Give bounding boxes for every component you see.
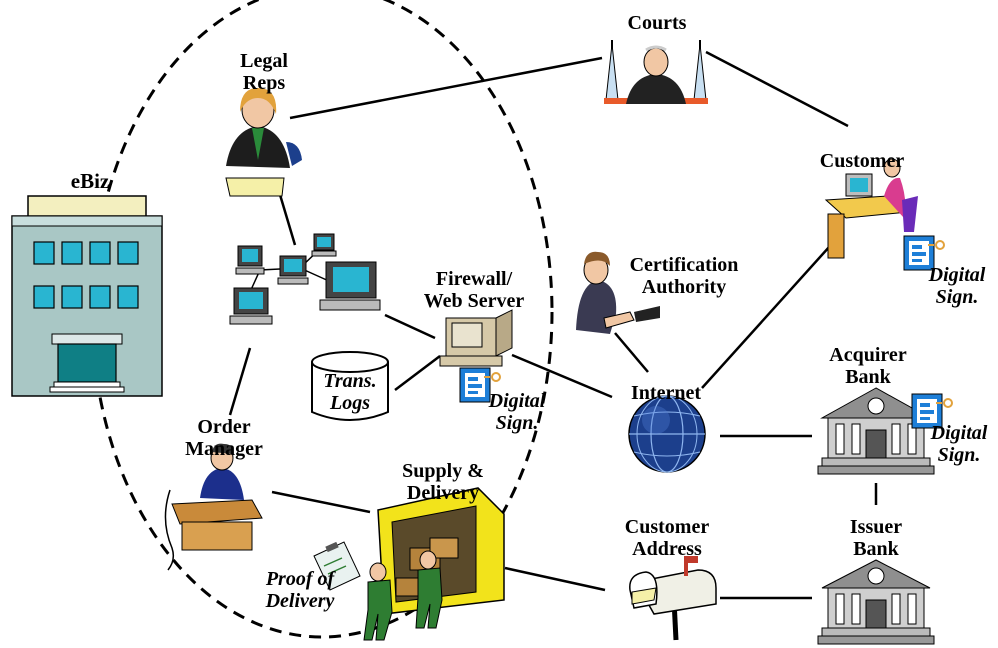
digital-signature-icon: [903, 235, 945, 271]
connections: [228, 50, 878, 600]
label-proof-of-delivery: Proof of Delivery: [248, 568, 352, 612]
label-digital-signature-acquirer: Digital Sign.: [922, 422, 996, 466]
computer-network-icon: [229, 233, 381, 325]
label-legal-reps-line2: Reps: [242, 72, 286, 94]
acquirer-bank-icon: [817, 387, 935, 475]
label-customer-address-line2: Address: [632, 538, 702, 560]
line-firewall-internet: [511, 353, 613, 399]
label-digital-signature-customer-line1: Digital: [928, 264, 986, 286]
label-trans-logs-line2: Logs: [330, 392, 370, 414]
handshake-icon: [576, 251, 660, 334]
label-supply-delivery: Supply & Delivery: [384, 460, 502, 504]
label-acquirer-bank-line1: Acquirer: [829, 344, 907, 366]
label-proof-of-delivery-line2: Delivery: [265, 590, 335, 612]
label-order-manager-line1: Order: [197, 416, 251, 438]
line-network-order: [228, 347, 252, 416]
label-customer: Customer: [819, 150, 905, 172]
label-digital-signature-customer-line2: Sign.: [935, 286, 979, 308]
label-customer-address-line1: Customer: [624, 516, 710, 538]
globe-icon: [628, 395, 706, 473]
label-trans-logs-line1: Trans.: [323, 370, 377, 392]
line-network-firewall: [384, 313, 436, 340]
line-internet-customer: [701, 245, 831, 389]
label-digital-signature-acquirer-line2: Sign.: [937, 444, 981, 466]
line-courts-customer: [705, 50, 849, 128]
delivery-worker-icon: [363, 550, 443, 641]
label-issuer-bank: Issuer Bank: [828, 516, 924, 560]
clipboard-icon: [313, 541, 361, 591]
digital-signature-icon: [459, 367, 501, 403]
label-firewall-web-server: Firewall/ Web Server: [414, 268, 534, 312]
label-acquirer-bank-line2: Bank: [845, 366, 891, 388]
label-internet: Internet: [631, 382, 701, 404]
label-certification-authority: Certification Authority: [614, 254, 754, 298]
label-legal-reps: Legal Reps: [232, 50, 296, 94]
label-order-manager-line2: Manager: [185, 438, 263, 460]
label-trans-logs: Trans. Logs: [312, 370, 388, 414]
line-ca-internet: [614, 332, 649, 373]
label-digital-signature-customer: Digital Sign.: [920, 264, 994, 308]
label-supply-delivery-line2: Delivery: [406, 482, 480, 504]
label-acquirer-bank: Acquirer Bank: [818, 344, 918, 388]
label-digital-signature-firewall: Digital Sign.: [480, 390, 554, 434]
label-firewall-line2: Web Server: [423, 290, 525, 312]
label-digital-signature-firewall-line1: Digital: [488, 390, 546, 412]
label-supply-delivery-line1: Supply &: [402, 460, 484, 482]
label-courts: Courts: [627, 12, 687, 34]
line-legal-network: [276, 187, 297, 246]
line-supply-address: [504, 566, 606, 592]
label-digital-signature-acquirer-line1: Digital: [930, 422, 988, 444]
digital-signature-icon: [911, 393, 953, 429]
web-server-icon: [439, 309, 513, 367]
label-certification-authority-line1: Certification: [629, 254, 739, 276]
order-manager-icon: [164, 443, 263, 571]
enterprise-boundary-ellipse: [90, 0, 554, 639]
label-digital-signature-firewall-line2: Sign.: [495, 412, 539, 434]
delivery-truck-icon: [363, 487, 505, 641]
label-customer-address: Customer Address: [612, 516, 722, 560]
mailbox-icon: [629, 556, 717, 641]
customer-icon: [824, 158, 918, 259]
building-icon: [11, 195, 163, 397]
label-issuer-bank-line2: Bank: [853, 538, 899, 560]
issuer-bank-icon: [817, 559, 935, 645]
label-order-manager: Order Manager: [172, 416, 276, 460]
label-certification-authority-line2: Authority: [641, 276, 727, 298]
lawyer-icon: [225, 88, 302, 197]
line-legal-courts: [289, 56, 603, 120]
label-legal-reps-line1: Legal: [240, 50, 288, 72]
label-ebiz: eBiz: [70, 169, 110, 193]
transaction-log-database-icon: [311, 351, 389, 421]
label-issuer-bank-line1: Issuer: [849, 516, 903, 538]
judge-icon: [604, 40, 708, 104]
line-order-supply: [271, 490, 371, 514]
label-firewall-line1: Firewall/: [435, 268, 513, 290]
label-proof-of-delivery-line1: Proof of: [265, 568, 335, 590]
line-logs-firewall: [394, 355, 441, 391]
